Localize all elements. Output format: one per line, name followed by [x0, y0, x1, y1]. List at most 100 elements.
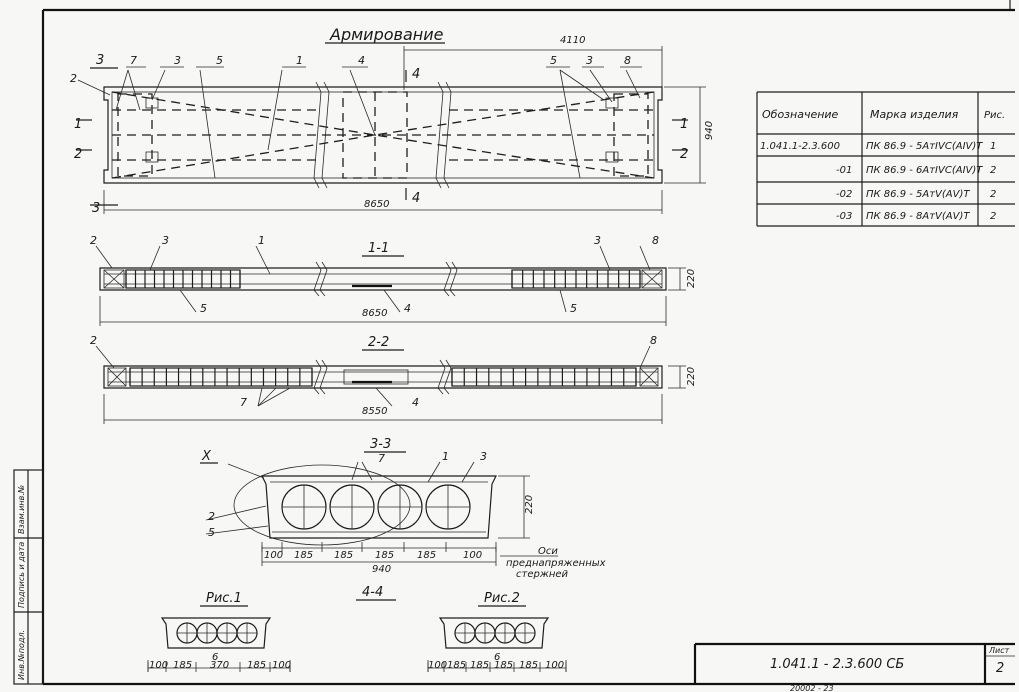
s22-marker-8: 8 — [650, 334, 657, 347]
table-row-2-designation: -01 — [836, 165, 852, 176]
table-row-4-fig: 2 — [990, 211, 996, 222]
ris1-view — [147, 617, 291, 672]
table-row-4-designation: -03 — [836, 211, 852, 222]
plan-marker-7: 7 — [130, 54, 137, 67]
plan-marker-3: 3 — [174, 54, 181, 67]
dimension-label: 185 — [417, 550, 436, 561]
s33-marker-7: 7 — [378, 452, 385, 465]
plan-marker-2: 2 — [70, 72, 77, 85]
s22-marker-2: 2 — [90, 334, 97, 347]
section-title-2-2: 2-2 — [368, 335, 389, 350]
bottom-code: 20002 - 23 — [790, 684, 834, 692]
s33-marker-2: 2 — [208, 510, 215, 523]
axis-note-line-3: стержней — [516, 569, 569, 580]
dimension-label: 100 — [272, 660, 291, 671]
dimension-label: 370 — [210, 660, 229, 671]
ris2-count: 6 — [494, 652, 500, 663]
dimension-label: 100 — [545, 660, 564, 671]
marks-table — [756, 91, 1015, 227]
table-row-3-fig: 2 — [990, 189, 996, 200]
s22-marker-4: 4 — [412, 396, 419, 409]
table-row-4-mark: ПК 86.9 - 8АтV(АV)Т — [866, 211, 970, 222]
hollow-voids — [281, 484, 471, 530]
plan-marker-3-right: 3 — [586, 54, 593, 67]
table-row-2-fig: 2 — [990, 165, 996, 176]
plan-marker-8: 8 — [624, 54, 631, 67]
table-row-1-designation: 1.041.1-2.3.600 — [760, 141, 840, 152]
dim-width-plan: 940 — [704, 121, 715, 140]
dim-height-2-2: 220 — [686, 367, 697, 386]
table-row-1-mark: ПК 86.9 - 5АтIVC(АIV)Т — [866, 141, 983, 152]
dim-length-2-2: 8550 — [362, 406, 387, 417]
s11-marker-5: 5 — [200, 302, 207, 315]
dimension-label: 100 — [463, 550, 482, 561]
dimension-label: 100 — [264, 550, 283, 561]
dimension-label: 100 — [149, 660, 168, 671]
s33-marker-5: 5 — [208, 526, 215, 539]
section-mark-3-top: 3 — [96, 53, 104, 68]
dimension-label: 185 — [519, 660, 538, 671]
dim-length-1-1: 8650 — [362, 308, 387, 319]
section-mark-1-right: 1 — [680, 117, 688, 132]
stirrup-cage — [511, 269, 641, 289]
table-header-fig: Рис. — [984, 110, 1005, 121]
s33-marker-3: 3 — [480, 450, 487, 463]
stirrup-cage — [125, 269, 241, 289]
drawing-title: Армирование — [329, 25, 444, 44]
section-mark-3-bottom: 3 — [92, 201, 100, 216]
dimension-label: 185 — [470, 660, 489, 671]
table-row-1-fig: 1 — [990, 141, 996, 152]
stirrup-cage — [129, 367, 313, 387]
dimension-label: 100 — [428, 660, 447, 671]
s33-marker-1: 1 — [442, 450, 449, 463]
section-title-1-1: 1-1 — [368, 241, 389, 256]
dimension-label: 185 — [247, 660, 266, 671]
plan-marker-5-right: 5 — [550, 54, 557, 67]
plan-view — [76, 46, 706, 214]
dimension-label: 185 — [447, 660, 466, 671]
section-mark-4-top: 4 — [412, 67, 420, 82]
stamp-sign-label: Подпись и дата — [17, 542, 26, 608]
section-mark-2-right: 2 — [680, 147, 688, 162]
s11-marker-5-right: 5 — [570, 302, 577, 315]
axis-note-line-2: преднапряженных — [506, 558, 606, 569]
ris2-view — [427, 617, 567, 672]
plan-marker-1: 1 — [296, 54, 303, 67]
dim-height-1-1: 220 — [686, 269, 697, 288]
table-header-mark: Марка изделия — [870, 108, 959, 121]
section-title-4-4: 4-4 — [362, 585, 383, 600]
stamp-replace-label: Взам.инв.№ — [17, 485, 26, 534]
s11-marker-1: 1 — [258, 234, 265, 247]
dimension-label: 185 — [173, 660, 192, 671]
dimension-label: 185 — [334, 550, 353, 561]
section-1-1-view — [95, 245, 686, 326]
s11-marker-3: 3 — [162, 234, 169, 247]
left-stamp: Инв.№подл. Подпись и дата Взам.инв.№ — [13, 469, 44, 685]
sheet-label: Лист — [988, 646, 1010, 655]
ris1-count: 6 — [212, 652, 218, 663]
dim-4110: 4110 — [560, 35, 585, 46]
ris1-title: Рис.1 — [206, 591, 242, 606]
document-code: 1.041.1 - 2.3.600 СБ — [770, 657, 904, 672]
s22-marker-7: 7 — [240, 396, 247, 409]
dim-length-plan: 8650 — [364, 199, 389, 210]
section-mark-2-left: 2 — [74, 147, 82, 162]
dimension-label: 185 — [375, 550, 394, 561]
s11-marker-4: 4 — [404, 302, 411, 315]
table-row-3-mark: ПК 86.9 - 5АтV(АV)Т — [866, 189, 970, 200]
dim-height-3-3: 220 — [524, 495, 535, 514]
stirrup-cage — [451, 367, 637, 387]
stamp-inv-label: Инв.№подл. — [17, 630, 26, 680]
section-mark-1-left: 1 — [74, 117, 82, 132]
table-row-3-designation: -02 — [836, 189, 852, 200]
table-header-designation: Обозначение — [762, 108, 839, 121]
node-label-x: X — [201, 449, 212, 464]
section-2-2-view — [95, 345, 686, 424]
axis-note-line-1: Оси — [538, 546, 558, 557]
title-block — [693, 642, 1015, 684]
section-mark-4-bottom: 4 — [412, 191, 420, 206]
